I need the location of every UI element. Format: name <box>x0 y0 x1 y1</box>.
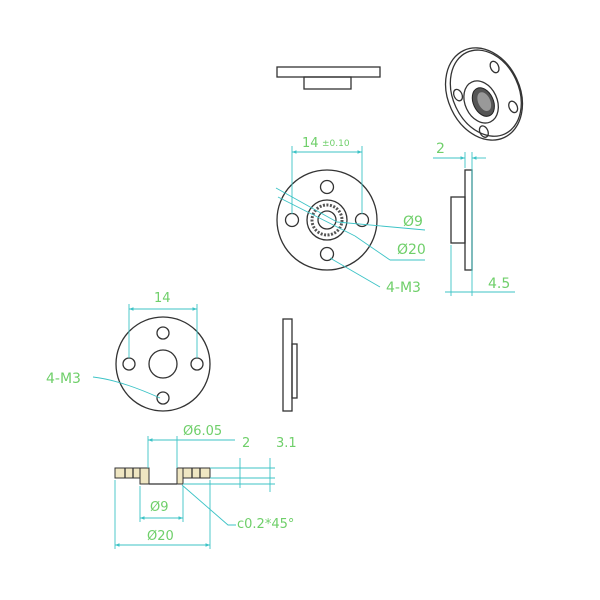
dim-bore-dia: Ø6.05 <box>183 424 222 439</box>
dim-section-outer: Ø20 <box>147 529 174 544</box>
dim-section-flange: 2 <box>242 436 250 451</box>
dim-outer-dia: Ø20 <box>397 242 426 258</box>
section-view: Ø6.05 2 3.1 Ø9 Ø20 c0.2*45° <box>114 424 297 549</box>
top-front-view: 14 ±0.10 Ø9 Ø20 4-M3 <box>275 136 426 296</box>
dim-hub-dia: Ø9 <box>150 500 169 515</box>
dim-total-thickness: 4.5 <box>488 276 510 292</box>
dim-section-total: 3.1 <box>276 436 297 451</box>
dim-chamfer: c0.2*45° <box>237 517 294 532</box>
top-side-view <box>276 66 381 90</box>
dim-inner-dia: Ø9 <box>403 214 423 230</box>
dim-hole-spacing-bottom: 14 <box>154 291 171 306</box>
top-right-side-view: 2 4.5 <box>433 141 515 296</box>
dim-tolerance: ±0.10 <box>322 139 350 149</box>
dim-holes: 4-M3 <box>386 280 421 296</box>
dim-hole-spacing: 14 <box>302 136 319 151</box>
middle-side-view <box>282 318 298 412</box>
isometric-view <box>444 47 524 141</box>
dim-holes-bottom: 4-M3 <box>46 371 81 387</box>
dim-flange-thickness: 2 <box>436 141 445 157</box>
bottom-front-view: 14 4-M3 <box>46 291 211 412</box>
